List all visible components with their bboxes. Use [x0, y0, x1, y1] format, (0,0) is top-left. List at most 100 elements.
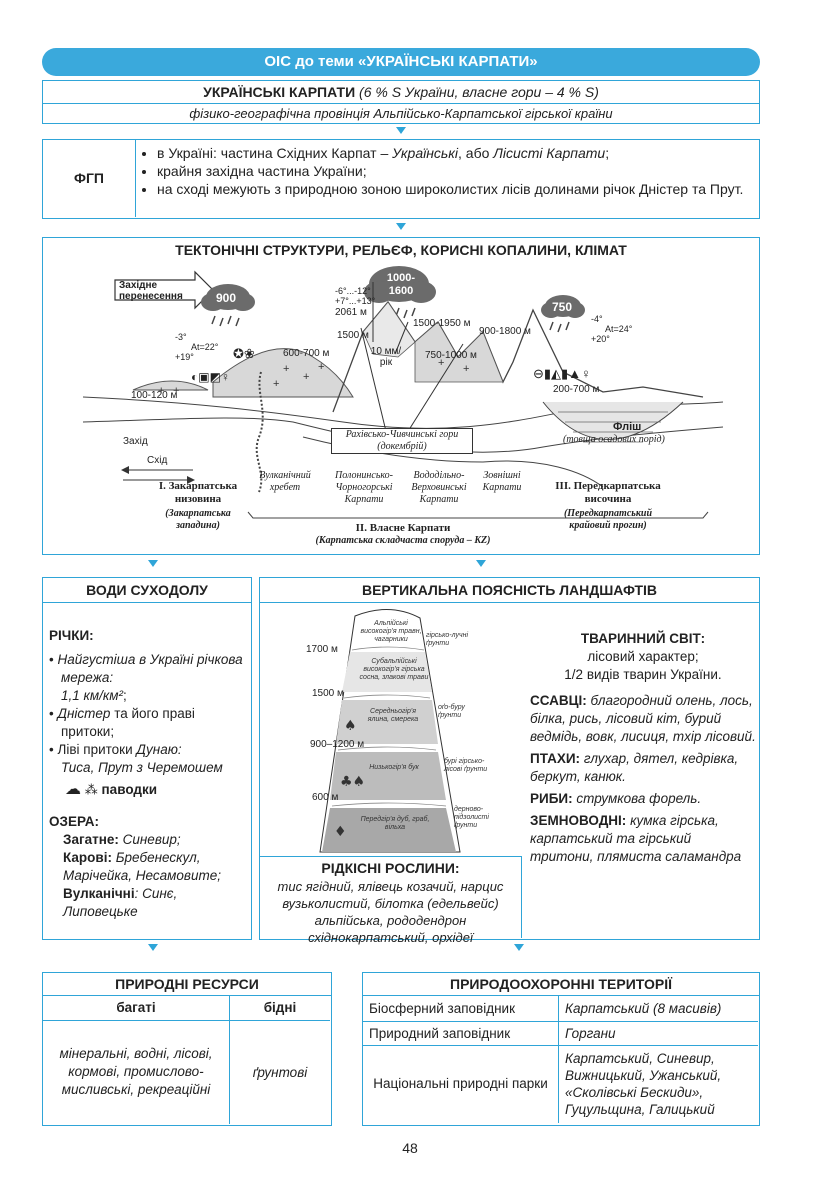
zone-subalpine: Субальпійські високогір'я гірська сосна,…	[354, 658, 434, 682]
leaf-icon: ♦	[334, 824, 347, 840]
river-item-1: • Найгустіша в Україні річкова мережа:1,…	[49, 651, 245, 705]
protected-table: Біосферний заповідник Карпатський (8 мас…	[363, 996, 758, 1123]
lake-item-3: Вулканічні: Синє,Липовецьке	[49, 885, 245, 921]
reg3-title: ІІІ. Передкарпатська височина	[543, 480, 673, 506]
river-item-2: • Дністер та його праві притоки;	[49, 705, 245, 741]
title-main: УКРАЇНСЬКІ КАРПАТИ	[203, 84, 355, 100]
page-number: 48	[390, 1140, 430, 1156]
height-600: 600 м	[312, 792, 338, 803]
fgp-box: ФГП в Україні: частина Східних Карпат – …	[42, 139, 760, 219]
protected-key-3: Національні природні парки	[363, 1045, 559, 1123]
outer-label: Зовнішні Карпати	[475, 470, 529, 494]
minerals-volcanic-icon: ✪❀	[233, 346, 255, 362]
title-box: УКРАЇНСЬКІ КАРПАТИ (6 % S України, власн…	[42, 80, 760, 124]
zone-foothill-soil: дерново-підзолисті ґрунти	[454, 806, 504, 830]
zone-alpine-soil: гірсько-лучні ґрунти	[426, 632, 470, 648]
precip-west: 900	[216, 291, 236, 305]
west-wind-label: Західне перенесення	[119, 280, 199, 302]
protected-box: ПРИРОДООХОРОННІ ТЕРИТОРІЇ Біосферний зап…	[362, 972, 760, 1126]
reg1-title: І. Закарпатська низовина	[143, 480, 253, 506]
protected-key-1: Біосферний заповідник	[363, 996, 559, 1021]
elev-foreland: 200-700 м	[553, 384, 599, 395]
banner: ОІС до теми «УКРАЇНСЬКІ КАРПАТИ»	[42, 48, 760, 76]
arrow-down-icon	[396, 127, 406, 134]
rivers-title: РІЧКИ:	[49, 627, 245, 645]
svg-text:+: +	[283, 363, 289, 375]
svg-text:+: +	[463, 363, 469, 375]
lakes-title: ОЗЕРА:	[49, 813, 245, 831]
rare-plants-box: РІДКІСНІ РОСЛИНИ: тис ягідний, ялівець к…	[260, 856, 522, 938]
reg1-sub: (Закарпатська западина)	[143, 508, 253, 532]
arrow-down-icon	[148, 560, 158, 567]
temp-west-jul: +19°	[175, 352, 194, 362]
title-main-row: УКРАЇНСЬКІ КАРПАТИ (6 % S України, власн…	[43, 81, 759, 104]
arrow-left-icon	[121, 466, 129, 474]
fauna-line-2: 1/2 видів тварин України.	[530, 666, 756, 684]
height-1500: 1500 м	[312, 688, 344, 699]
dir-west: Захід	[123, 436, 148, 447]
poor-header: бідні	[230, 996, 331, 1020]
temp-peak-jan: -6°...-12°	[335, 286, 371, 296]
precip-peak: 1000-1600	[384, 272, 418, 298]
minerals-west-icon: ◐▣◩♀	[191, 370, 230, 384]
arrow-down-icon	[476, 560, 486, 567]
temp-west-at: At=22°	[191, 342, 218, 352]
resources-table: багаті бідні мінеральні, водні, лісові, …	[43, 996, 330, 1124]
fauna-line-1: лісовий характер;	[530, 648, 756, 666]
elev-outer: 900-1800 м	[479, 326, 531, 337]
amphibians: ЗЕМНОВОДНІ: кумка гірська, карпатський т…	[530, 812, 756, 866]
precip-east: 750	[552, 300, 572, 314]
reg2-sub: (Карпатська складчаста споруда – KZ)	[283, 535, 523, 546]
arrow-down-icon	[514, 944, 524, 951]
rich-value: мінеральні, водні, лісові, кормові, пром…	[43, 1020, 230, 1124]
zone-low-soil: бурі гірсько-лісові ґрунти	[444, 758, 492, 774]
elev-lowland: 100-120 м	[131, 390, 177, 401]
resources-header: ПРИРОДНІ РЕСУРСИ	[43, 973, 331, 996]
polonyn-label: Полонинсько-Чорногорські Карпати	[327, 470, 401, 506]
arrow-down-icon	[396, 223, 406, 230]
birds: ПТАХИ: глухар, дятел, кедрівка, беркут, …	[530, 750, 756, 786]
elev-peak: 2061 м	[335, 307, 367, 318]
waters-header: ВОДИ СУХОДОЛУ	[43, 578, 251, 603]
fauna-title: ТВАРИННИЙ СВІТ:	[530, 630, 756, 648]
rich-header: багаті	[43, 996, 230, 1020]
arrow-down-icon	[148, 944, 158, 951]
rare-title: РІДКІСНІ РОСЛИНИ:	[260, 859, 521, 878]
reg2-title: ІІ. Власне Карпати	[323, 522, 483, 534]
tree-icon: ♣♠	[340, 774, 365, 790]
fgp-label: ФГП	[43, 140, 136, 217]
mammals: ССАВЦІ: благородний олень, лось, білка, …	[530, 692, 756, 746]
reg3-sub: (Передкарпатський крайовий прогин)	[543, 508, 673, 532]
waters-content: РІЧКИ: • Найгустіша в Україні річкова ме…	[43, 603, 251, 921]
rain-rate: 10 мм/рік	[369, 346, 403, 368]
rare-text: тис ягідний, ялівець козачий, нарцис вуз…	[260, 878, 521, 946]
dir-east: Схід	[147, 455, 167, 466]
fgp-list: в Україні: частина Східних Карпат – Укра…	[143, 144, 747, 198]
title-share: (6 % S України, власне гори – 4 % S)	[359, 84, 599, 100]
protected-header: ПРИРОДООХОРОННІ ТЕРИТОРІЇ	[363, 973, 759, 996]
vododil-label: Вододільно-Верховинські Карпати	[407, 470, 471, 506]
zone-middle-soil: оґо-буру ґрунти	[438, 704, 478, 720]
zone-middle: Середньогір'я ялина, смерека	[360, 708, 426, 724]
zone-low: Низькогір'я бук	[364, 764, 424, 772]
tectonic-box: ТЕКТОНІЧНІ СТРУКТУРИ, РЕЛЬЄФ, КОРИСНІ КО…	[42, 237, 760, 555]
protected-key-2: Природний заповідник	[363, 1021, 559, 1045]
elev-vododil: 750-1000 м	[425, 350, 477, 361]
vertical-box: ВЕРТИКАЛЬНА ПОЯСНІСТЬ ЛАНДШАФТІВ ♠ ♣♠ ♦ …	[259, 577, 760, 940]
conifer-icon: ♠	[344, 718, 357, 734]
fgp-item-1: в Україні: частина Східних Карпат – Укра…	[157, 144, 747, 162]
svg-text:+: +	[318, 361, 324, 373]
river-item-3: • Ліві притоки Дунаю:Тиса, Прут з Черемо…	[49, 741, 245, 777]
fauna-panel: ТВАРИННИЙ СВІТ: лісовий характер; 1/2 ви…	[530, 630, 756, 866]
waters-box: ВОДИ СУХОДОЛУ РІЧКИ: • Найгустіша в Укра…	[42, 577, 252, 940]
floods-row: ☁ ⁂ паводки	[49, 781, 245, 799]
tectonic-header: ТЕКТОНІЧНІ СТРУКТУРИ, РЕЛЬЄФ, КОРИСНІ КО…	[43, 238, 759, 262]
elev-volcanic: 600-700 м	[283, 348, 329, 359]
minerals-east-icon: ⊖▮◭▮▲♀	[533, 366, 591, 382]
vertical-header: ВЕРТИКАЛЬНА ПОЯСНІСТЬ ЛАНДШАФТІВ	[260, 578, 759, 603]
svg-text:+: +	[273, 378, 279, 390]
protected-val-3: Карпатський, Синевир, Вижницький, Ужансь…	[559, 1045, 759, 1123]
temp-east-jul: +20°	[591, 334, 610, 344]
fish: РИБИ: струмкова форель.	[530, 790, 756, 808]
flood-cloud-icon: ☁	[65, 781, 81, 798]
